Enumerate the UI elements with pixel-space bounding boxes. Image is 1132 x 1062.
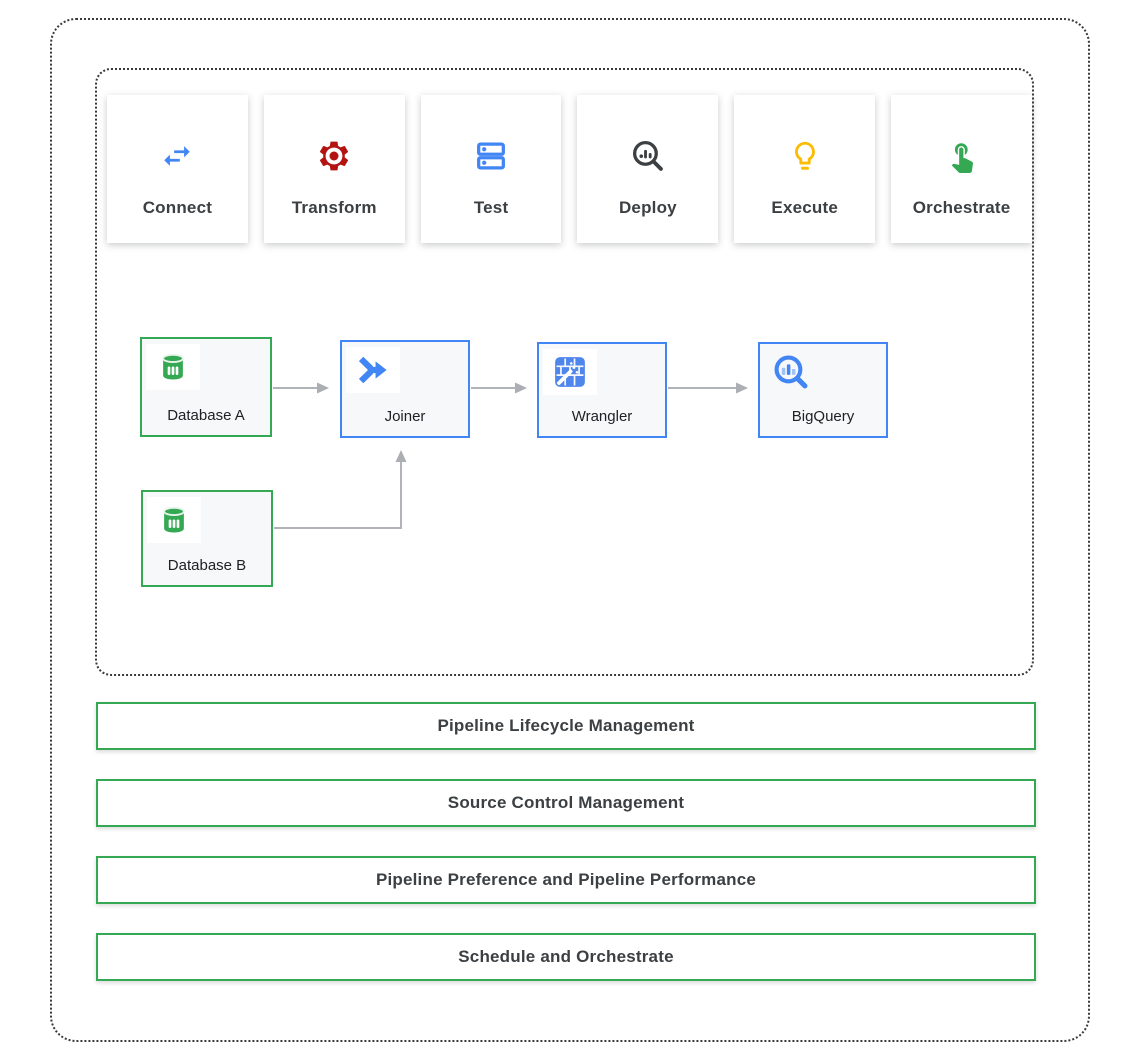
lightbulb-icon — [788, 138, 822, 174]
lifecycle-stages-row: Connect Transform — [107, 95, 1032, 243]
node-wrangler: Wrangler — [537, 342, 667, 438]
outer-dotted-container — [50, 18, 1090, 1042]
stage-label: Connect — [142, 198, 213, 217]
node-database-a: Database A — [140, 337, 272, 437]
stage-card-transform: Transform — [263, 95, 405, 243]
stage-label: Test — [473, 198, 509, 217]
band-label: Source Control Management — [447, 793, 685, 812]
gear-icon — [316, 138, 352, 174]
band-label: Schedule and Orchestrate — [458, 947, 674, 966]
touch-hand-icon — [945, 138, 979, 174]
node-label: Database A — [167, 407, 245, 424]
stage-label: Transform — [291, 198, 377, 217]
band-schedule-and-orchestrate: Schedule and Orchestrate — [96, 933, 1036, 981]
node-label: Wrangler — [571, 408, 633, 425]
magnifier-chart-icon — [630, 138, 666, 174]
swap-arrows-icon — [160, 138, 194, 174]
band-pipeline-preference-performance: Pipeline Preference and Pipeline Perform… — [96, 856, 1036, 904]
band-label: Pipeline Preference and Pipeline Perform… — [375, 870, 757, 889]
stage-label: Orchestrate — [912, 198, 1011, 217]
merge-arrows-icon — [346, 347, 400, 393]
node-joiner: Joiner — [340, 340, 470, 438]
node-bigquery: BigQuery — [758, 342, 888, 438]
node-label: BigQuery — [791, 408, 855, 425]
bigquery-magnifier-icon — [764, 349, 818, 395]
stage-card-orchestrate: Orchestrate — [891, 95, 1032, 243]
database-icon — [147, 497, 201, 543]
stage-card-execute: Execute — [734, 95, 876, 243]
stage-card-connect: Connect — [107, 95, 248, 243]
grid-wand-icon — [543, 349, 597, 395]
stage-label: Execute — [771, 198, 839, 217]
node-database-b: Database B — [141, 490, 273, 587]
stacked-servers-icon — [474, 138, 508, 174]
band-pipeline-lifecycle-management: Pipeline Lifecycle Management — [96, 702, 1036, 750]
node-label: Database B — [167, 557, 247, 574]
band-source-control-management: Source Control Management — [96, 779, 1036, 827]
stage-label: Deploy — [618, 198, 677, 217]
database-icon — [146, 344, 200, 390]
pipeline-studio-dotted-container — [95, 68, 1034, 676]
stage-card-test: Test — [420, 95, 562, 243]
stage-card-deploy: Deploy — [577, 95, 719, 243]
band-label: Pipeline Lifecycle Management — [437, 716, 695, 735]
node-label: Joiner — [384, 408, 426, 425]
